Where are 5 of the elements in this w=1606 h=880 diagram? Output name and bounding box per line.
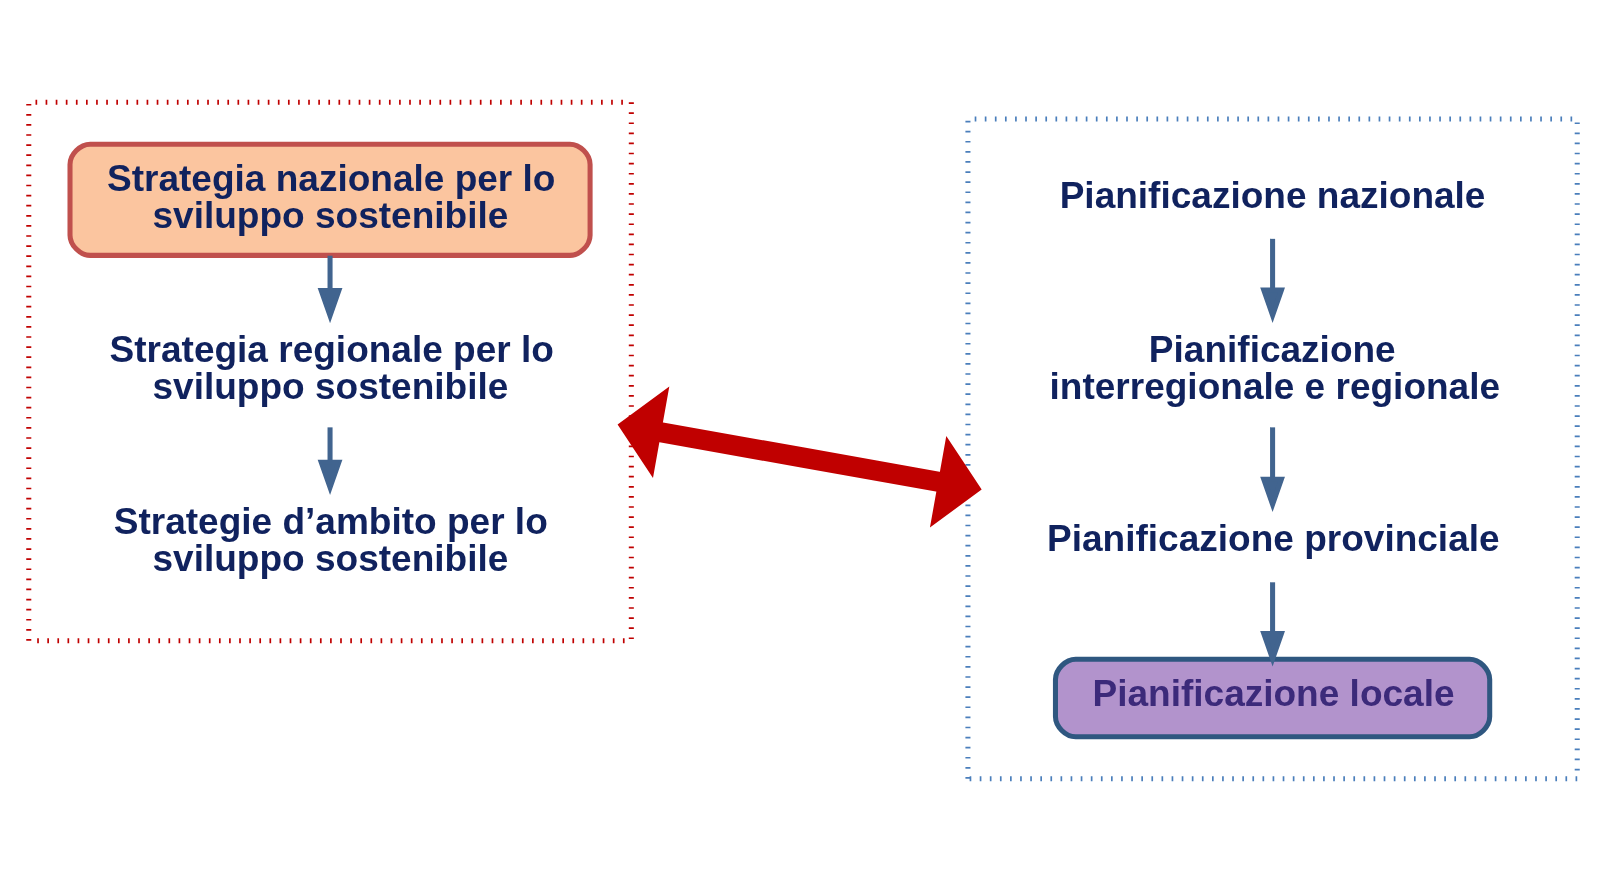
node-text: Pianificazione nazionale (1059, 173, 1486, 216)
node-text: Pianificazione interregionale e regionale (1049, 327, 1501, 407)
node-text: Strategia regionale per lo sviluppo sostenibile (109, 327, 554, 407)
node-text: Pianificazione provinciale (1047, 516, 1500, 559)
node-text: Strategie d’ambito per lo sviluppo sostenibile (113, 499, 548, 579)
